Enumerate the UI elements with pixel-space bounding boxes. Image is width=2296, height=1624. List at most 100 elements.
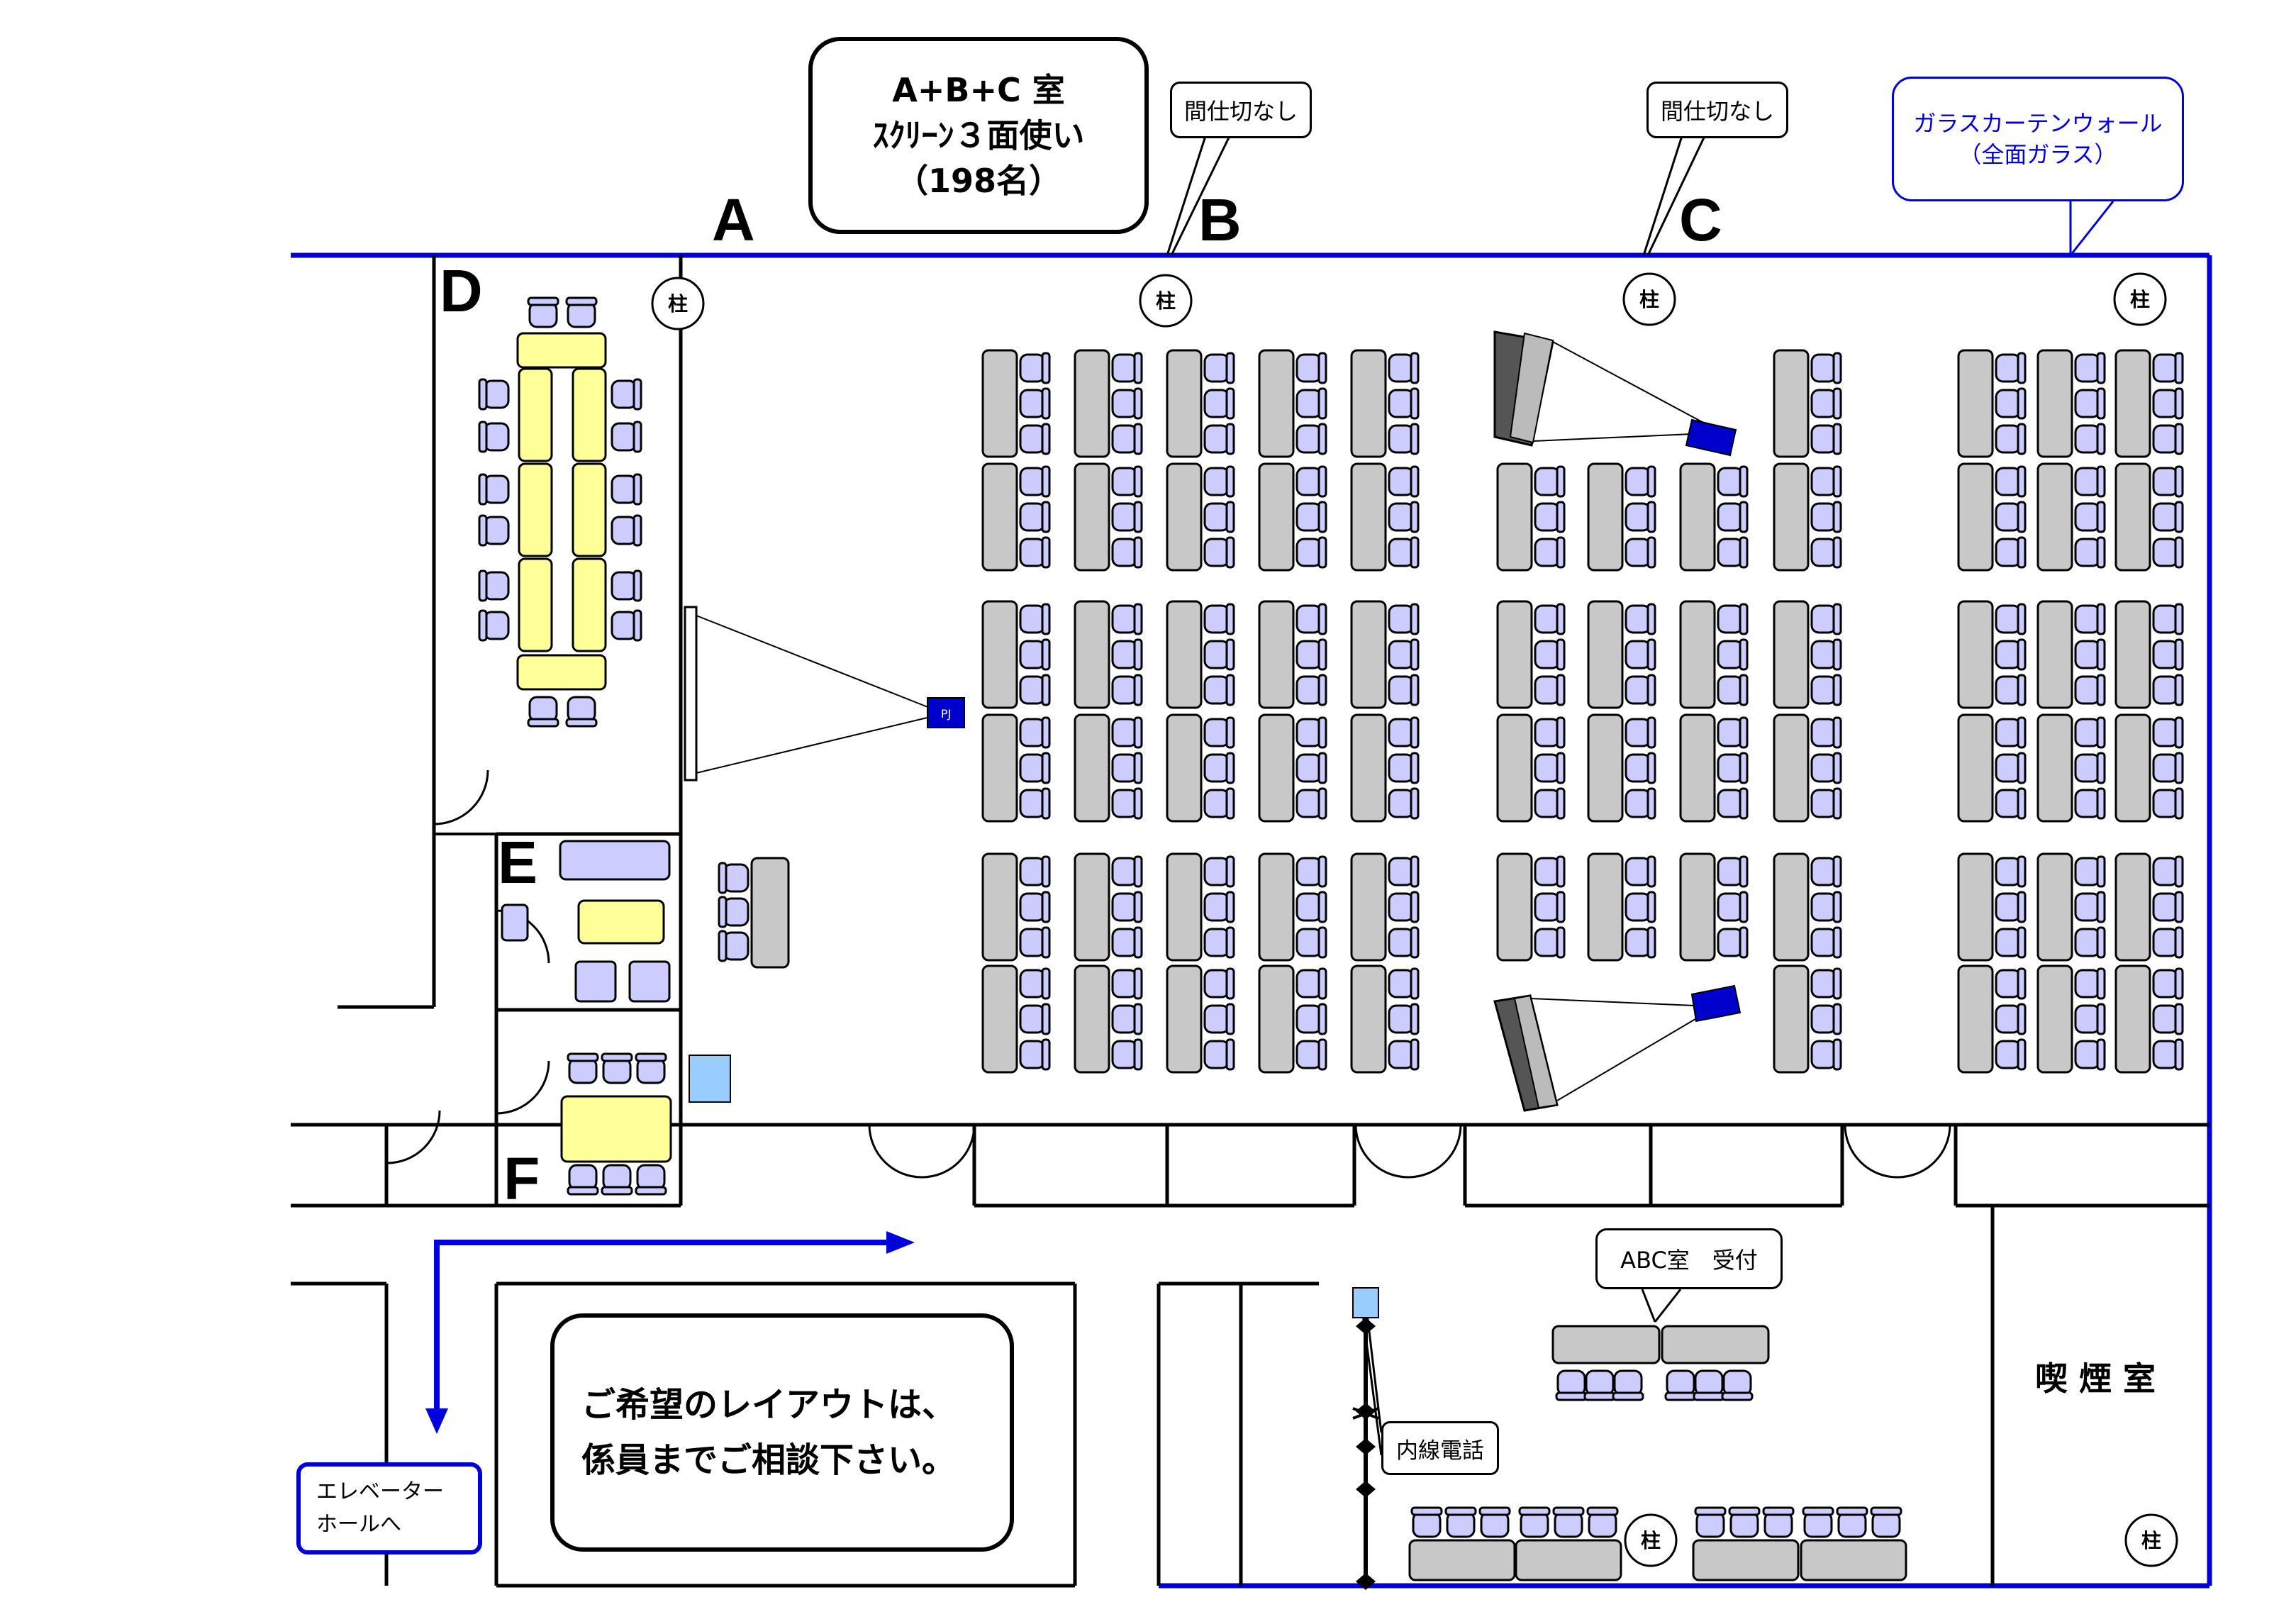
chair-back bbox=[1832, 926, 1842, 959]
chair-back bbox=[632, 421, 642, 453]
chair bbox=[2074, 603, 2106, 635]
chair-seat bbox=[1295, 1040, 1322, 1069]
chair-seat bbox=[2074, 467, 2101, 496]
chair bbox=[1721, 1369, 1754, 1401]
chair-back bbox=[1586, 1506, 1619, 1516]
desk-unit bbox=[2114, 462, 2184, 572]
table bbox=[1258, 852, 1295, 962]
chair-seat bbox=[1534, 718, 1561, 747]
chair-seat bbox=[1717, 538, 1744, 567]
room-d-seating bbox=[478, 296, 642, 728]
chair-seat bbox=[1995, 675, 2022, 705]
chair bbox=[1995, 967, 2027, 1000]
chair-seat bbox=[1810, 1040, 1837, 1069]
chair-seat bbox=[1203, 538, 1230, 567]
chair bbox=[1388, 891, 1420, 923]
chair-back bbox=[1836, 1506, 1868, 1516]
lobby-seating bbox=[1408, 1506, 1907, 1581]
chair-back bbox=[1133, 638, 1143, 671]
chair-back bbox=[1317, 716, 1327, 749]
chair-seat bbox=[2152, 718, 2179, 747]
chair-back bbox=[1317, 1003, 1327, 1035]
room-a-desk bbox=[718, 857, 790, 969]
desk-unit bbox=[1773, 713, 1842, 823]
chair bbox=[478, 569, 510, 602]
chair bbox=[2074, 926, 2106, 959]
title-line-2: ｽｸﾘｰﾝ３面使い bbox=[872, 116, 1085, 155]
chair-seat bbox=[1810, 718, 1837, 747]
chair-back bbox=[2096, 752, 2106, 784]
chair bbox=[1295, 674, 1327, 706]
chair-seat bbox=[1534, 538, 1561, 567]
chair-back bbox=[1556, 501, 1566, 533]
table bbox=[2114, 349, 2151, 458]
chair-seat bbox=[1019, 753, 1046, 783]
chair-back bbox=[1133, 716, 1143, 749]
chair-seat bbox=[2074, 675, 2101, 705]
table bbox=[1773, 713, 1810, 823]
chair-seat bbox=[1295, 640, 1322, 669]
chair-back bbox=[1133, 501, 1143, 533]
chair bbox=[1810, 501, 1842, 533]
table bbox=[2036, 852, 2073, 962]
chair-seat bbox=[567, 301, 596, 328]
chair bbox=[1388, 752, 1420, 784]
chair bbox=[1203, 638, 1235, 671]
chair bbox=[1534, 926, 1566, 959]
chair-back bbox=[1721, 1391, 1754, 1401]
chair bbox=[1625, 638, 1656, 671]
chair-seat bbox=[1295, 1004, 1322, 1034]
chair-back bbox=[2096, 603, 2106, 635]
chair-seat bbox=[1111, 424, 1138, 454]
chair-back bbox=[1317, 536, 1327, 569]
chair bbox=[1295, 787, 1327, 820]
table bbox=[572, 462, 607, 557]
chair-seat bbox=[1803, 1511, 1833, 1538]
hall-seating bbox=[981, 349, 2184, 1074]
chair-back bbox=[2017, 352, 2027, 384]
chair-seat bbox=[1111, 969, 1138, 999]
chair-back bbox=[1832, 603, 1842, 635]
chair-back bbox=[2017, 716, 2027, 749]
chair bbox=[1295, 752, 1327, 784]
chair-seat bbox=[1625, 928, 1651, 957]
chair bbox=[1203, 536, 1235, 569]
chair-back bbox=[1410, 674, 1420, 706]
table bbox=[1166, 713, 1203, 823]
desk-unit bbox=[1166, 713, 1235, 823]
chair-back bbox=[1041, 787, 1051, 820]
chair-seat bbox=[1995, 1040, 2022, 1069]
table bbox=[1679, 600, 1716, 709]
elevator-note[interactable]: エレベーター ホールへ bbox=[296, 1462, 482, 1555]
chair-seat bbox=[1534, 789, 1561, 818]
room-label-a: A bbox=[712, 187, 755, 253]
chair-back bbox=[718, 896, 728, 928]
projector-c-bottom bbox=[1690, 984, 1741, 1023]
chair bbox=[611, 609, 642, 642]
chair bbox=[1410, 1506, 1443, 1538]
chair-back bbox=[1410, 1038, 1420, 1071]
chair bbox=[2152, 716, 2184, 749]
chair-seat bbox=[1995, 1004, 2022, 1034]
chair-back bbox=[1832, 465, 1842, 498]
chair bbox=[1111, 423, 1143, 455]
chair bbox=[1295, 387, 1327, 420]
chair-back bbox=[1225, 501, 1235, 533]
chair-back bbox=[1410, 638, 1420, 671]
chair bbox=[1534, 603, 1566, 635]
chair-back bbox=[2174, 752, 2184, 784]
table bbox=[1350, 462, 1387, 572]
chair-back bbox=[1556, 891, 1566, 923]
chair bbox=[611, 378, 642, 411]
chair-back bbox=[2096, 674, 2106, 706]
chair-back bbox=[2096, 638, 2106, 671]
desk-unit bbox=[1679, 462, 1749, 572]
desk-unit bbox=[1258, 964, 1327, 1074]
chair-seat bbox=[1295, 353, 1322, 383]
table bbox=[1350, 600, 1387, 709]
pillar: 柱 bbox=[1622, 272, 1676, 326]
chair-seat bbox=[1871, 1511, 1901, 1538]
chair-seat bbox=[1111, 928, 1138, 957]
table bbox=[1515, 1539, 1622, 1581]
chair bbox=[1625, 891, 1656, 923]
